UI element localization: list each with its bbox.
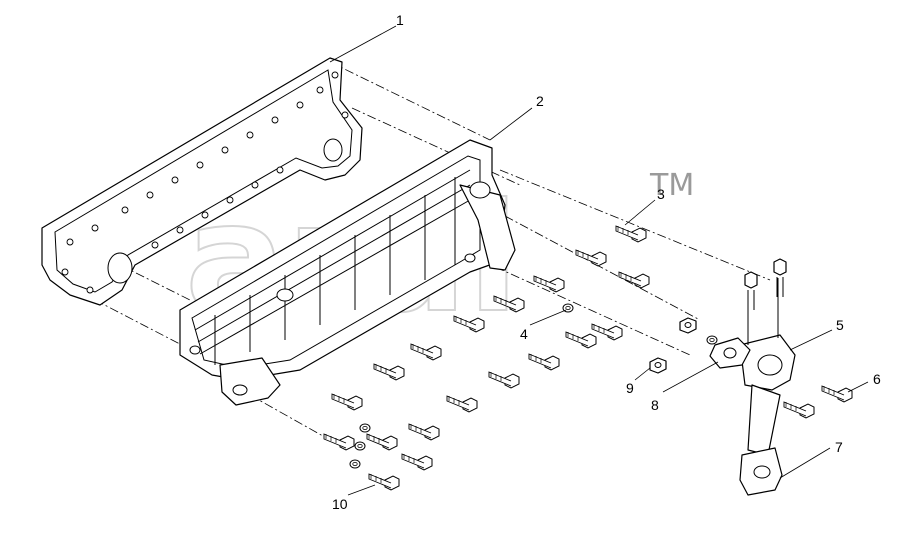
gasket-part-1 <box>41 57 363 306</box>
oil-cooler-part-2 <box>179 139 516 406</box>
callout-2: 2 <box>536 93 544 109</box>
nut-part-9 <box>649 357 667 374</box>
callout-8: 8 <box>651 397 659 413</box>
callout-6: 6 <box>873 371 881 387</box>
callout-1: 1 <box>396 12 404 28</box>
callout-labels: 1 2 3 4 5 6 7 8 9 10 <box>332 12 881 512</box>
callout-10: 10 <box>332 496 348 512</box>
bolt-set <box>323 225 853 491</box>
callout-7: 7 <box>835 439 843 455</box>
callout-9: 9 <box>626 380 634 396</box>
leader-lines <box>329 25 869 496</box>
watermark-tm: TM <box>649 168 694 203</box>
nut-near-8 <box>679 317 697 334</box>
tube-part-5 <box>739 278 796 496</box>
callout-5: 5 <box>836 317 844 333</box>
callout-4: 4 <box>520 326 528 342</box>
callout-3: 3 <box>657 186 665 202</box>
